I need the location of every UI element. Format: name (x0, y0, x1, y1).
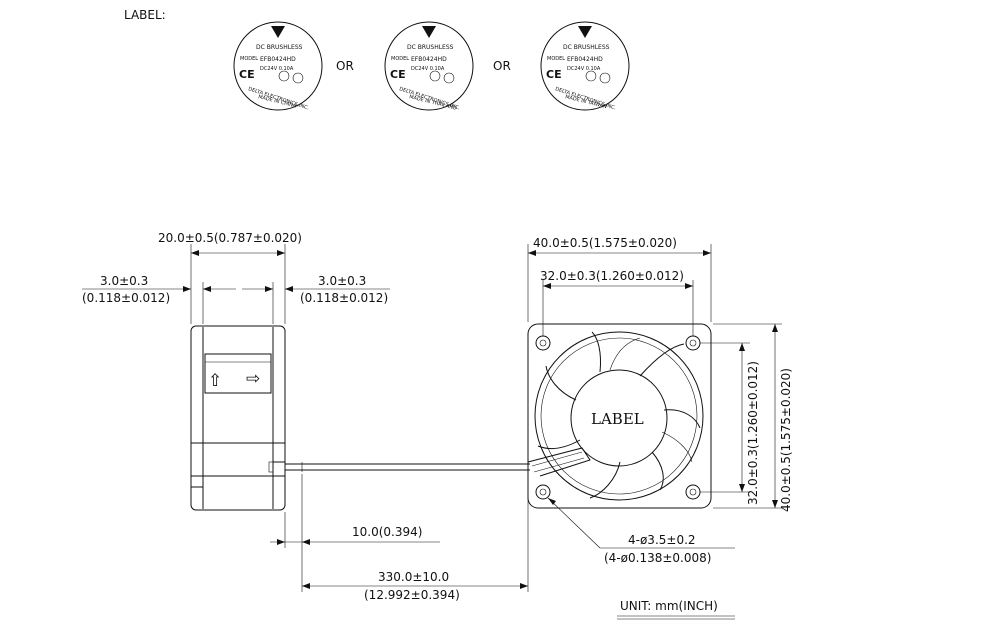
hole-spacing-h-dimension: 32.0±0.3(1.260±0.012) (540, 269, 694, 336)
lead-length-inch: (12.992±0.394) (364, 588, 460, 602)
left-flange-dimension: 3.0±0.3 (0.118±0.012) (82, 274, 236, 324)
label-line1: DC BRUSHLESS (407, 44, 454, 51)
side-view: ⇧ ⇨ (190, 325, 530, 511)
lead-strip-label: 10.0(0.394) (352, 525, 422, 539)
front-width-label: 40.0±0.5(1.575±0.020) (533, 236, 677, 250)
label-variant-3: DC BRUSHLESS MODEL EFB0424HD DC24V 0.10A… (540, 21, 630, 112)
label-variant-2: DC BRUSHLESS MODEL EFB0424HD DC24V 0.10A… (384, 21, 474, 112)
tuv-mark-icon (599, 72, 611, 84)
ce-mark-icon: CE (390, 68, 406, 81)
mounting-hole (685, 484, 701, 500)
tuv-mark-icon (443, 72, 455, 84)
label-model: EFB0424HD (411, 56, 447, 63)
right-flange-inch: (0.118±0.012) (300, 291, 388, 305)
hole-spacing-v-label: 32.0±0.3(1.260±0.012) (746, 361, 760, 505)
hole-spacing-v-dimension: 32.0±0.3(1.260±0.012) (700, 342, 760, 505)
hole-callout: 4-ø3.5±0.2 (4-ø0.138±0.008) (547, 497, 735, 565)
front-width-dimension: 40.0±0.5(1.575±0.020) (527, 236, 712, 322)
lead-length-dimension: 330.0±10.0 (12.992±0.394) (301, 492, 529, 602)
label-model-tag: MODEL (240, 56, 258, 62)
ce-mark-icon: CE (546, 68, 562, 81)
or-text-2: OR (493, 59, 511, 73)
side-width-dimension: 20.0±0.5(0.787±0.020) (158, 231, 302, 324)
delta-logo-icon (578, 26, 592, 38)
or-text-1: OR (336, 59, 354, 73)
front-view: LABEL (527, 323, 712, 509)
label-model-tag: MODEL (547, 56, 565, 62)
right-flange-mm: 3.0±0.3 (318, 274, 366, 288)
hub-label: LABEL (591, 410, 644, 428)
right-arrow-icon: ⇨ (246, 369, 260, 389)
label-model-tag: MODEL (391, 56, 409, 62)
left-flange-mm: 3.0±0.3 (100, 274, 148, 288)
ul-mark-icon (585, 70, 597, 82)
lead-length-mm: 330.0±10.0 (378, 570, 449, 584)
delta-logo-icon (422, 26, 436, 38)
label-model: EFB0424HD (567, 56, 603, 63)
lead-strip-dimension: 10.0(0.394) (270, 474, 440, 548)
up-arrow-icon: ⇧ (208, 371, 222, 391)
label-line1: DC BRUSHLESS (256, 44, 303, 51)
mounting-hole (535, 484, 551, 500)
label-model: EFB0424HD (260, 56, 296, 63)
front-height-dimension: 40.0±0.5(1.575±0.020) (713, 323, 793, 512)
label-line1: DC BRUSHLESS (563, 44, 610, 51)
left-flange-inch: (0.118±0.012) (82, 291, 170, 305)
front-height-label: 40.0±0.5(1.575±0.020) (779, 368, 793, 512)
side-width-label: 20.0±0.5(0.787±0.020) (158, 231, 302, 245)
mounting-hole (685, 335, 701, 351)
label-rating: DC24V 0.10A (411, 66, 445, 72)
ce-mark-icon: CE (239, 68, 255, 81)
hub (570, 369, 668, 467)
ul-mark-icon (429, 70, 441, 82)
unit-note: UNIT: mm(INCH) (617, 599, 735, 620)
right-flange-dimension: 3.0±0.3 (0.118±0.012) (242, 274, 390, 324)
label-title: LABEL: (124, 8, 166, 22)
tuv-mark-icon (292, 72, 304, 84)
label-variant-1: DC BRUSHLESS MODEL EFB0424HD DC24V 0.10A… (233, 21, 323, 112)
label-rating: DC24V 0.10A (260, 66, 294, 72)
mounting-hole (535, 335, 551, 351)
unit-label: UNIT: mm(INCH) (620, 599, 718, 613)
label-rating: DC24V 0.10A (567, 66, 601, 72)
hole-callout-mm: 4-ø3.5±0.2 (628, 533, 696, 547)
ul-mark-icon (278, 70, 290, 82)
hole-spacing-h-label: 32.0±0.3(1.260±0.012) (540, 269, 684, 283)
hole-callout-inch: (4-ø0.138±0.008) (604, 551, 711, 565)
delta-logo-icon (271, 26, 285, 38)
